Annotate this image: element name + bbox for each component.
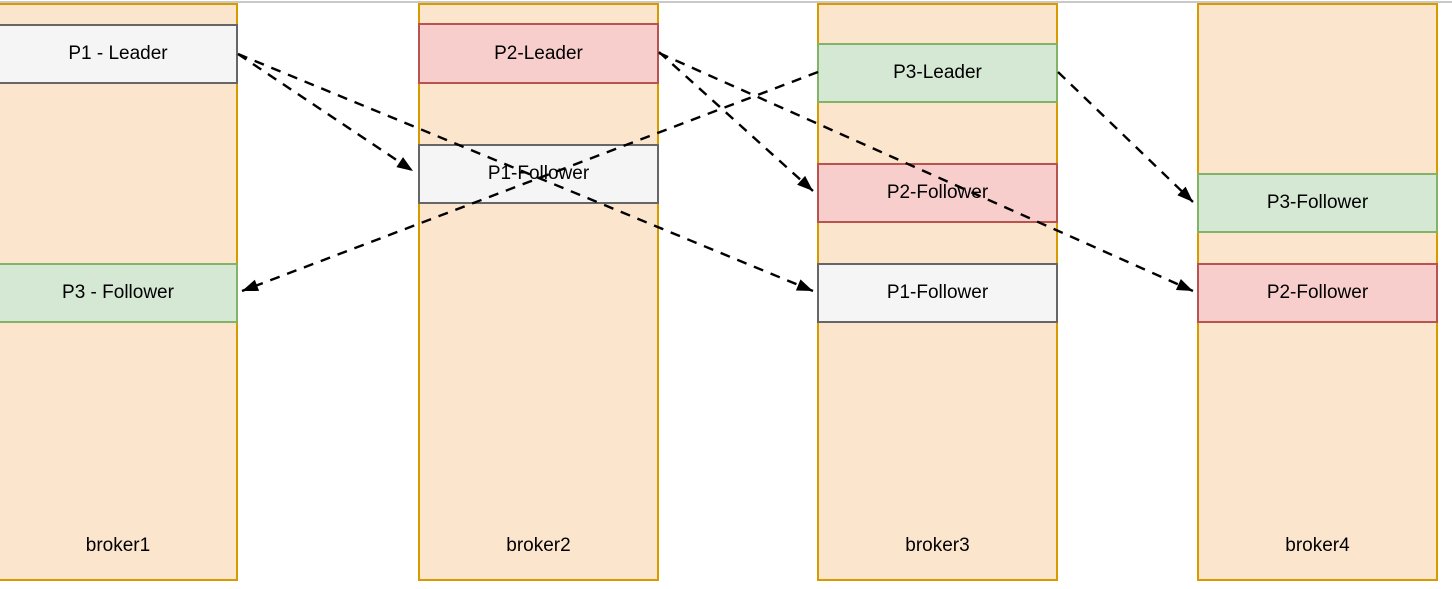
- partition-label: P2-Follower: [886, 182, 989, 203]
- arrow-p1-leader-to-broker2-follower: [237, 53, 414, 172]
- partition-p1-follower: P1-Follower: [418, 144, 659, 204]
- partition-p3-leader: P3-Leader: [817, 43, 1058, 103]
- broker2-container: P2-Leader P1-Follower broker2: [418, 3, 659, 581]
- partition-p1-follower: P1-Follower: [817, 263, 1058, 323]
- broker4-label: broker4: [1285, 535, 1350, 556]
- partition-label: P1-Follower: [886, 282, 989, 303]
- broker2-label: broker2: [506, 535, 571, 556]
- broker3-label: broker3: [905, 535, 970, 556]
- partition-p2-leader: P2-Leader: [418, 23, 659, 84]
- broker1-label: broker1: [85, 535, 151, 556]
- broker3-container: P3-Leader P2-Follower P1-Follower broker…: [817, 3, 1058, 581]
- partition-label: P1 - Leader: [68, 43, 168, 64]
- broker4-container: P3-Follower P2-Follower broker4: [1197, 3, 1438, 581]
- top-divider-line: [0, 1, 1452, 3]
- partition-label: P2-Leader: [494, 42, 583, 64]
- partition-label: P3-Follower: [1266, 192, 1369, 213]
- partition-label: P3 - Follower: [62, 282, 174, 303]
- partition-p2-follower: P2-Follower: [817, 163, 1058, 223]
- partition-p3-follower: P3-Follower: [1197, 173, 1438, 233]
- arrow-p3-leader-to-broker4-follower: [1057, 71, 1194, 203]
- arrow-p2-leader-to-broker3-follower: [658, 51, 814, 192]
- partition-label: P2-Follower: [1266, 282, 1369, 303]
- partition-label: P3-Leader: [893, 62, 982, 83]
- partition-p1-leader: P1 - Leader: [0, 24, 238, 84]
- partition-label: P1-Follower: [487, 163, 590, 184]
- broker1-container: P1 - Leader P3 - Follower broker1: [0, 3, 238, 581]
- partition-p2-follower: P2-Follower: [1197, 263, 1438, 323]
- partition-p3-follower: P3 - Follower: [0, 263, 238, 323]
